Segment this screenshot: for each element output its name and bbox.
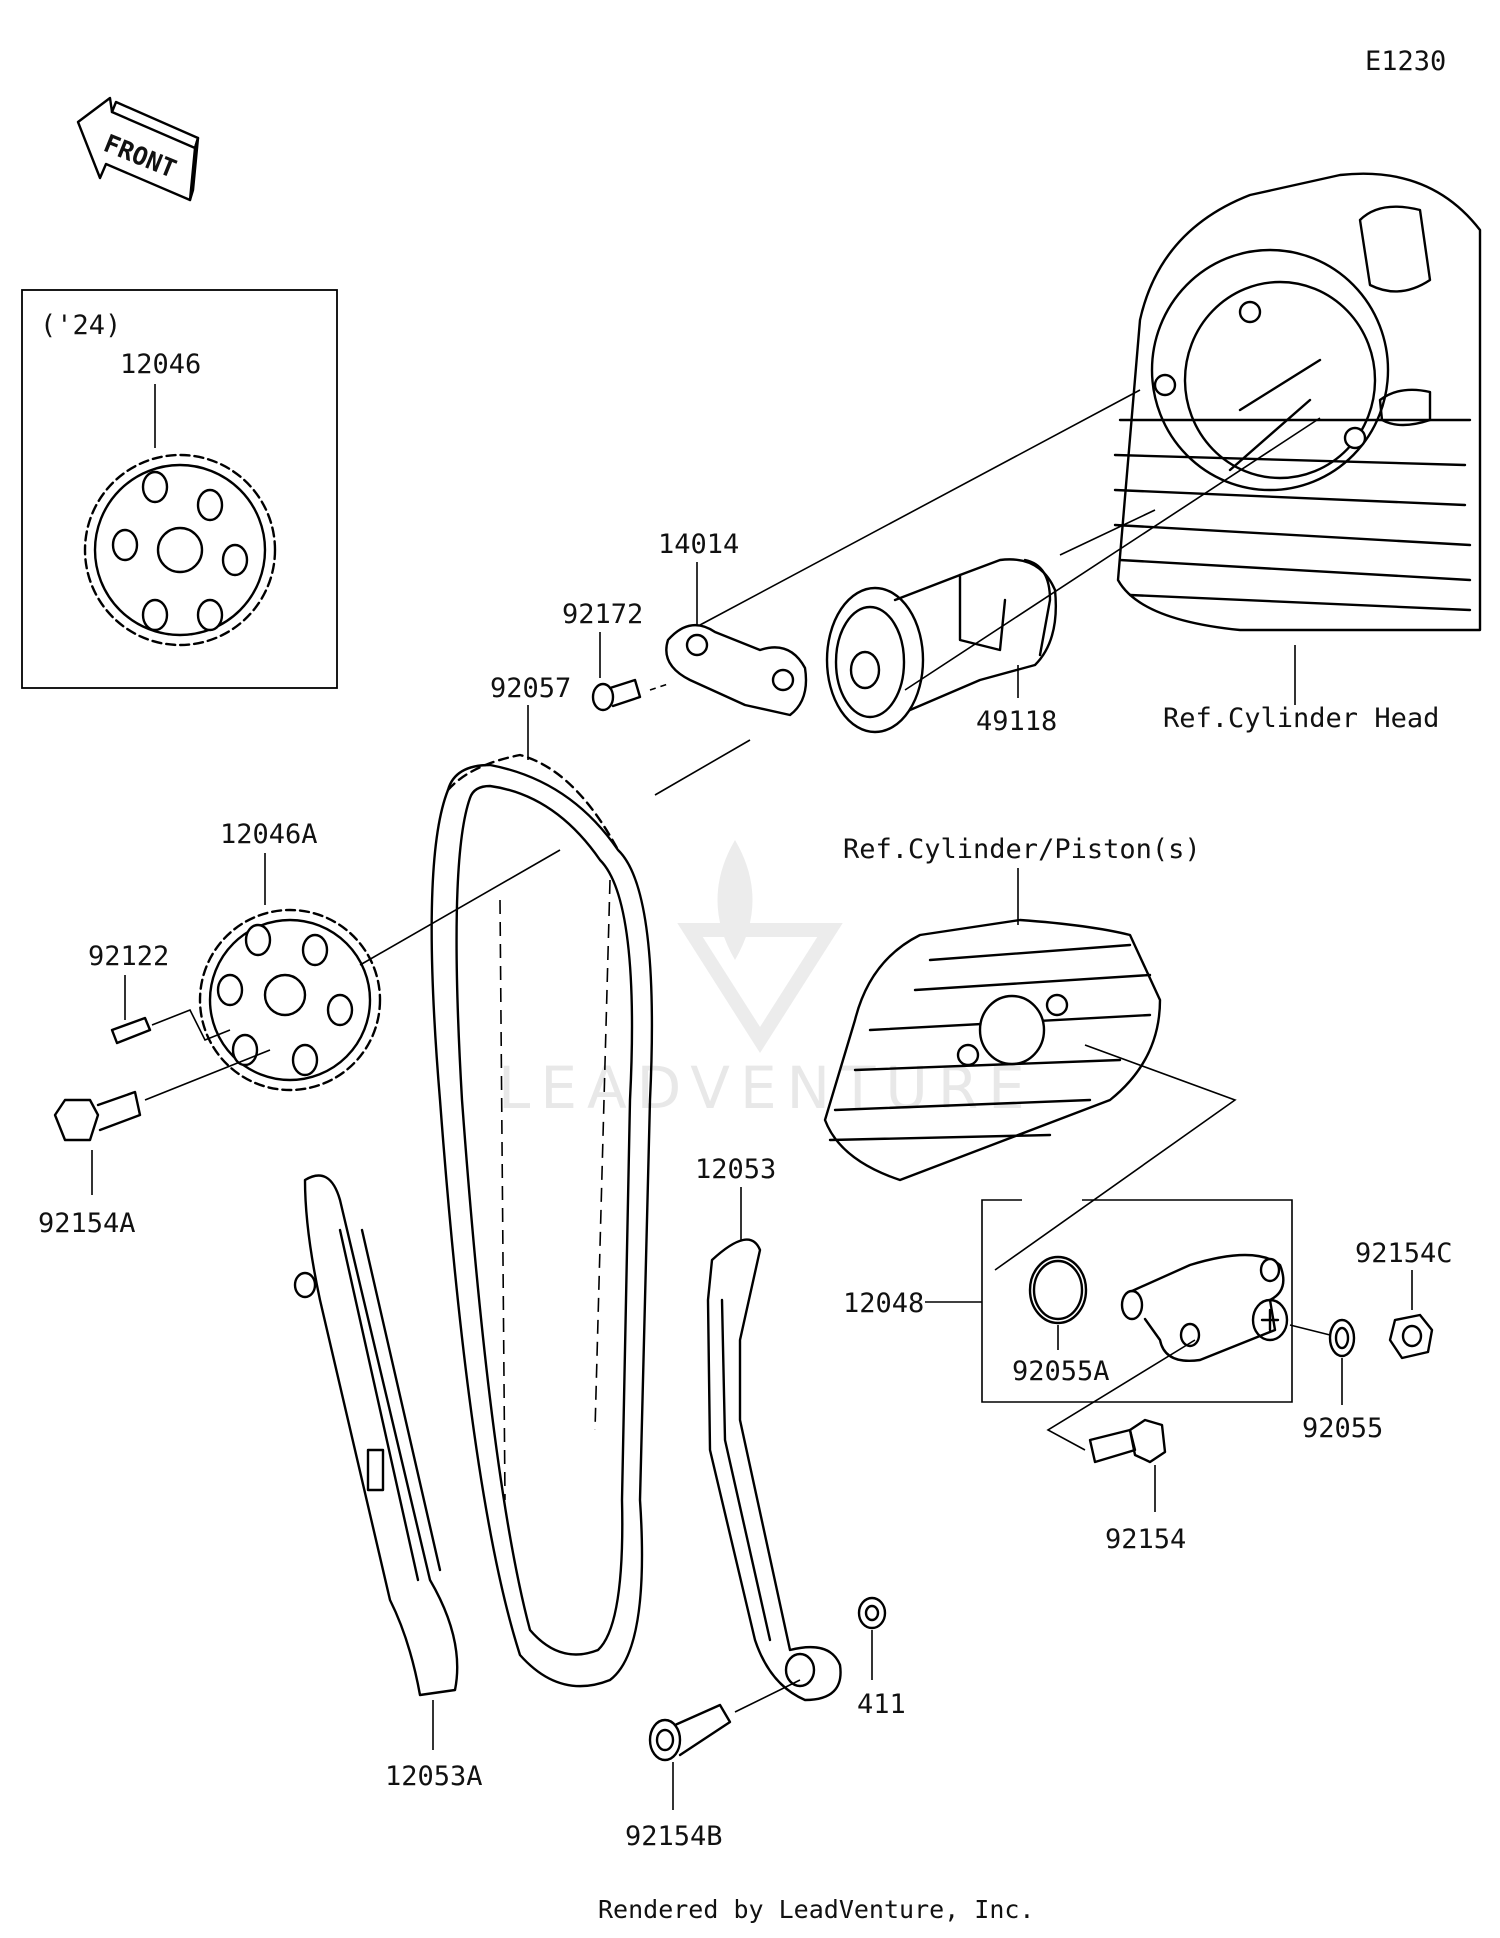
- ref-cylinder-piston: Ref.Cylinder/Piston(s): [843, 834, 1201, 865]
- inset-label: ('24): [40, 310, 121, 341]
- bolt-92154A: [53, 1049, 271, 1142]
- cam-sprocket-12046: [83, 453, 277, 647]
- cam-sprocket-12046A: [198, 908, 382, 1092]
- label-92055A: 92055A: [1012, 1356, 1110, 1387]
- footer-credit: Rendered by LeadVenture, Inc.: [598, 1895, 1035, 1924]
- label-92122: 92122: [88, 941, 169, 972]
- label-49118: 49118: [976, 706, 1057, 737]
- label-14014: 14014: [658, 529, 739, 560]
- bolt-92154C: [1388, 1313, 1434, 1360]
- cam-plate-14014: [665, 623, 808, 717]
- bolt-92154: [1046, 1339, 1196, 1464]
- label-92154A: 92154A: [38, 1208, 136, 1239]
- camshaft-49118: [825, 558, 1057, 734]
- screw-92172: [591, 678, 669, 712]
- label-411: 411: [857, 1689, 906, 1720]
- label-92055: 92055: [1302, 1413, 1383, 1444]
- label-92154: 92154: [1105, 1524, 1186, 1555]
- washer-411: [857, 1596, 887, 1630]
- bolt-92154B: [648, 1679, 801, 1762]
- label-12053: 12053: [695, 1154, 776, 1185]
- svg-text:LEADVENTURE: LEADVENTURE: [498, 1054, 1035, 1122]
- inset-2024: ('24) 12046: [21, 289, 338, 689]
- label-92172: 92172: [562, 599, 643, 630]
- cylinder-piston-ref: [823, 918, 1162, 1182]
- leadventure-watermark: LEADVENTURE: [498, 840, 1035, 1122]
- label-12048: 12048: [843, 1288, 924, 1319]
- cylinder-head-ref: [1113, 172, 1482, 632]
- label-12046: 12046: [120, 349, 201, 380]
- o-ring-92055A: [1028, 1255, 1088, 1325]
- label-92154B: 92154B: [625, 1821, 723, 1852]
- label-92154C: 92154C: [1355, 1238, 1453, 1269]
- diagram-code: E1230: [1365, 46, 1446, 77]
- timing-chain-92057: [430, 753, 654, 1688]
- cam-chain-tensioner-12048: [1120, 1253, 1289, 1362]
- front-arrow-icon: FRONT: [76, 96, 200, 202]
- chain-tensioner-guide-12053: [706, 1238, 842, 1702]
- gasket-92055: [1328, 1318, 1356, 1358]
- chain-guide-12053A: [293, 1174, 459, 1697]
- dowel-pin-92122: [110, 1008, 231, 1045]
- ref-cylinder-head: Ref.Cylinder Head: [1163, 703, 1439, 734]
- label-12053A: 12053A: [385, 1761, 483, 1792]
- label-12046A: 12046A: [220, 819, 318, 850]
- label-92057: 92057: [490, 673, 571, 704]
